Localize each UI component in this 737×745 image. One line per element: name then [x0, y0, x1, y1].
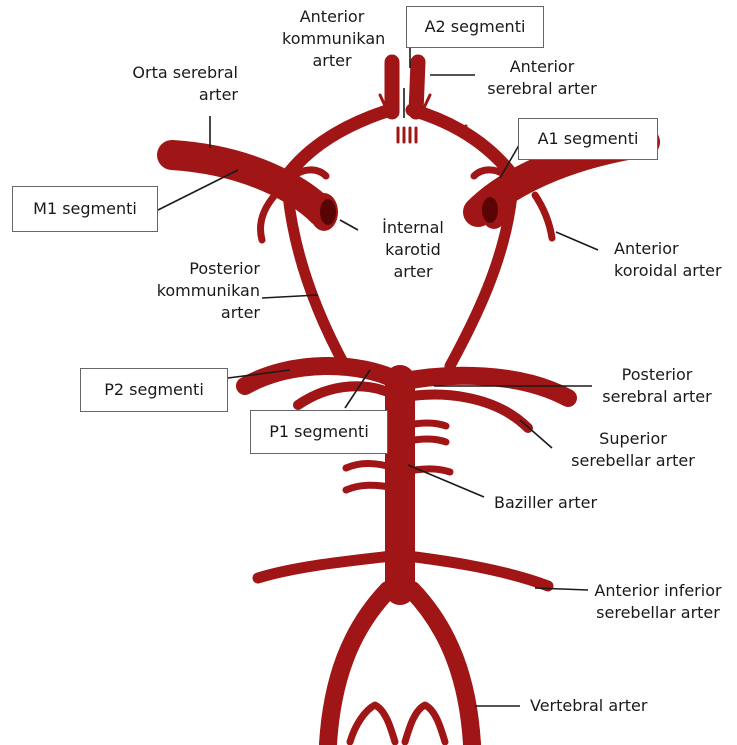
aca-a1-left — [290, 110, 390, 172]
label-vertebral: Vertebral arter — [530, 695, 647, 717]
pontine-branch-1 — [346, 464, 395, 469]
aca-a1-right — [412, 110, 510, 172]
vertebral-branch-left — [350, 705, 395, 742]
anterior-choroidal-left — [261, 195, 275, 240]
aca-a2-right — [416, 62, 418, 112]
vertebral-artery-right — [412, 590, 472, 744]
pontine-branch-4 — [405, 439, 446, 442]
box-a1-segmenti: A1 segmenti — [518, 118, 658, 160]
pontine-branch-3 — [405, 423, 446, 426]
aica-left — [258, 555, 400, 578]
pontine-branch-5 — [405, 469, 450, 472]
label-posterior-kommunikan: Posterior kommunikan arter — [142, 258, 260, 324]
box-m1-segmenti: M1 segmenti — [12, 186, 158, 232]
label-superior-serebellar: Superior serebellar arter — [558, 428, 708, 472]
box-a2-segmenti: A2 segmenti — [406, 6, 544, 48]
ica-left-lumen — [320, 199, 336, 225]
label-anterior-serebral: Anterior serebral arter — [472, 56, 612, 100]
aica-right — [400, 555, 548, 586]
label-posterior-serebral: Posterior serebral arter — [586, 364, 728, 408]
box-p1-segmenti: P1 segmenti — [250, 410, 388, 454]
label-anterior-inferior-serebellar: Anterior inferior serebellar arter — [584, 580, 732, 624]
leader-m1 — [158, 170, 238, 210]
leader-superior-serebellar — [520, 420, 552, 448]
leader-anterior-koroidal — [556, 232, 598, 250]
anterior-choroidal-right — [535, 195, 552, 238]
box-p2-segmenti: P2 segmenti — [80, 368, 228, 412]
ica-right-lumen — [482, 197, 498, 223]
label-anterior-koroidal: Anterior koroidal arter — [614, 238, 732, 282]
small-branch-left — [295, 170, 326, 176]
pca-left — [245, 366, 400, 386]
label-anterior-kommunikan: Anterior kommunikan arter — [282, 6, 382, 72]
pontine-branch-2 — [346, 485, 395, 490]
label-baziller: Baziller arter — [494, 492, 597, 514]
label-internal-karotid: İnternal karotid arter — [368, 217, 458, 283]
leader-internal-karotid — [340, 220, 358, 230]
vertebral-branch-right — [405, 705, 445, 742]
small-branch-right — [474, 170, 505, 176]
label-orta-serebral: Orta serebral arter — [110, 62, 238, 106]
